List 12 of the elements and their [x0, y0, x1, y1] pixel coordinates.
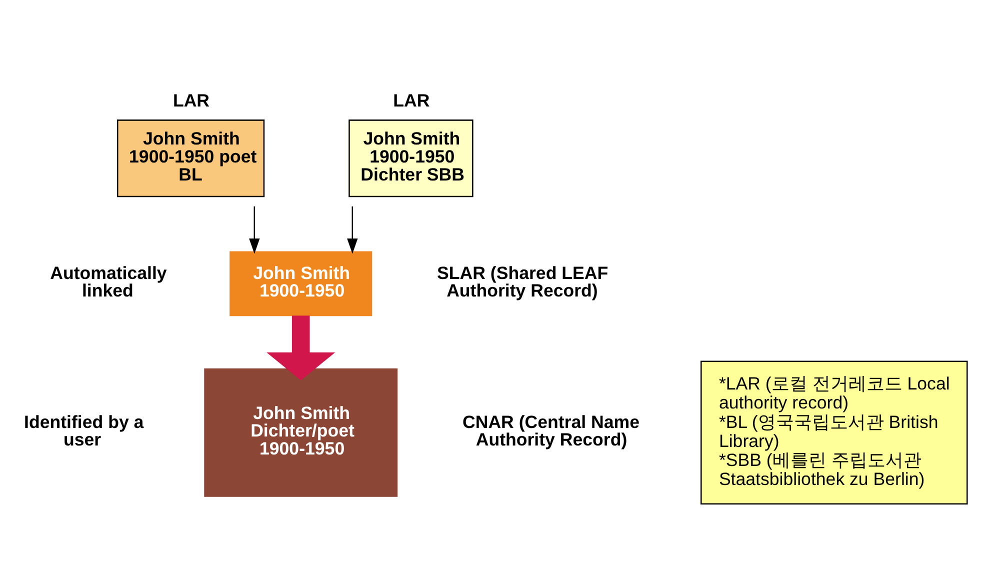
node-label: LAR [172, 90, 210, 110]
node-box: John Smith 1900-1950 [230, 251, 372, 316]
arrow [249, 206, 260, 254]
arrow [347, 206, 358, 254]
node-label: CNAR (Central Name Authority Record) [462, 412, 640, 450]
node-label: LAR [393, 90, 430, 110]
node-label: SLAR (Shared LEAF Authority Record) [437, 262, 608, 301]
node-box: *LAR (로컬 전거레코드 Local authority record) *BL (영국국립도서관 British Library) *SBB (베를린 주립도서관 Staatsbibliothek zu Berlin) [700, 360, 968, 505]
node-label: Automatically linked [50, 262, 167, 301]
arrow [266, 316, 336, 380]
node-label: Identified by a user [24, 412, 144, 450]
node-box: John Smith Dichter/poet 1900-1950 [204, 368, 398, 497]
